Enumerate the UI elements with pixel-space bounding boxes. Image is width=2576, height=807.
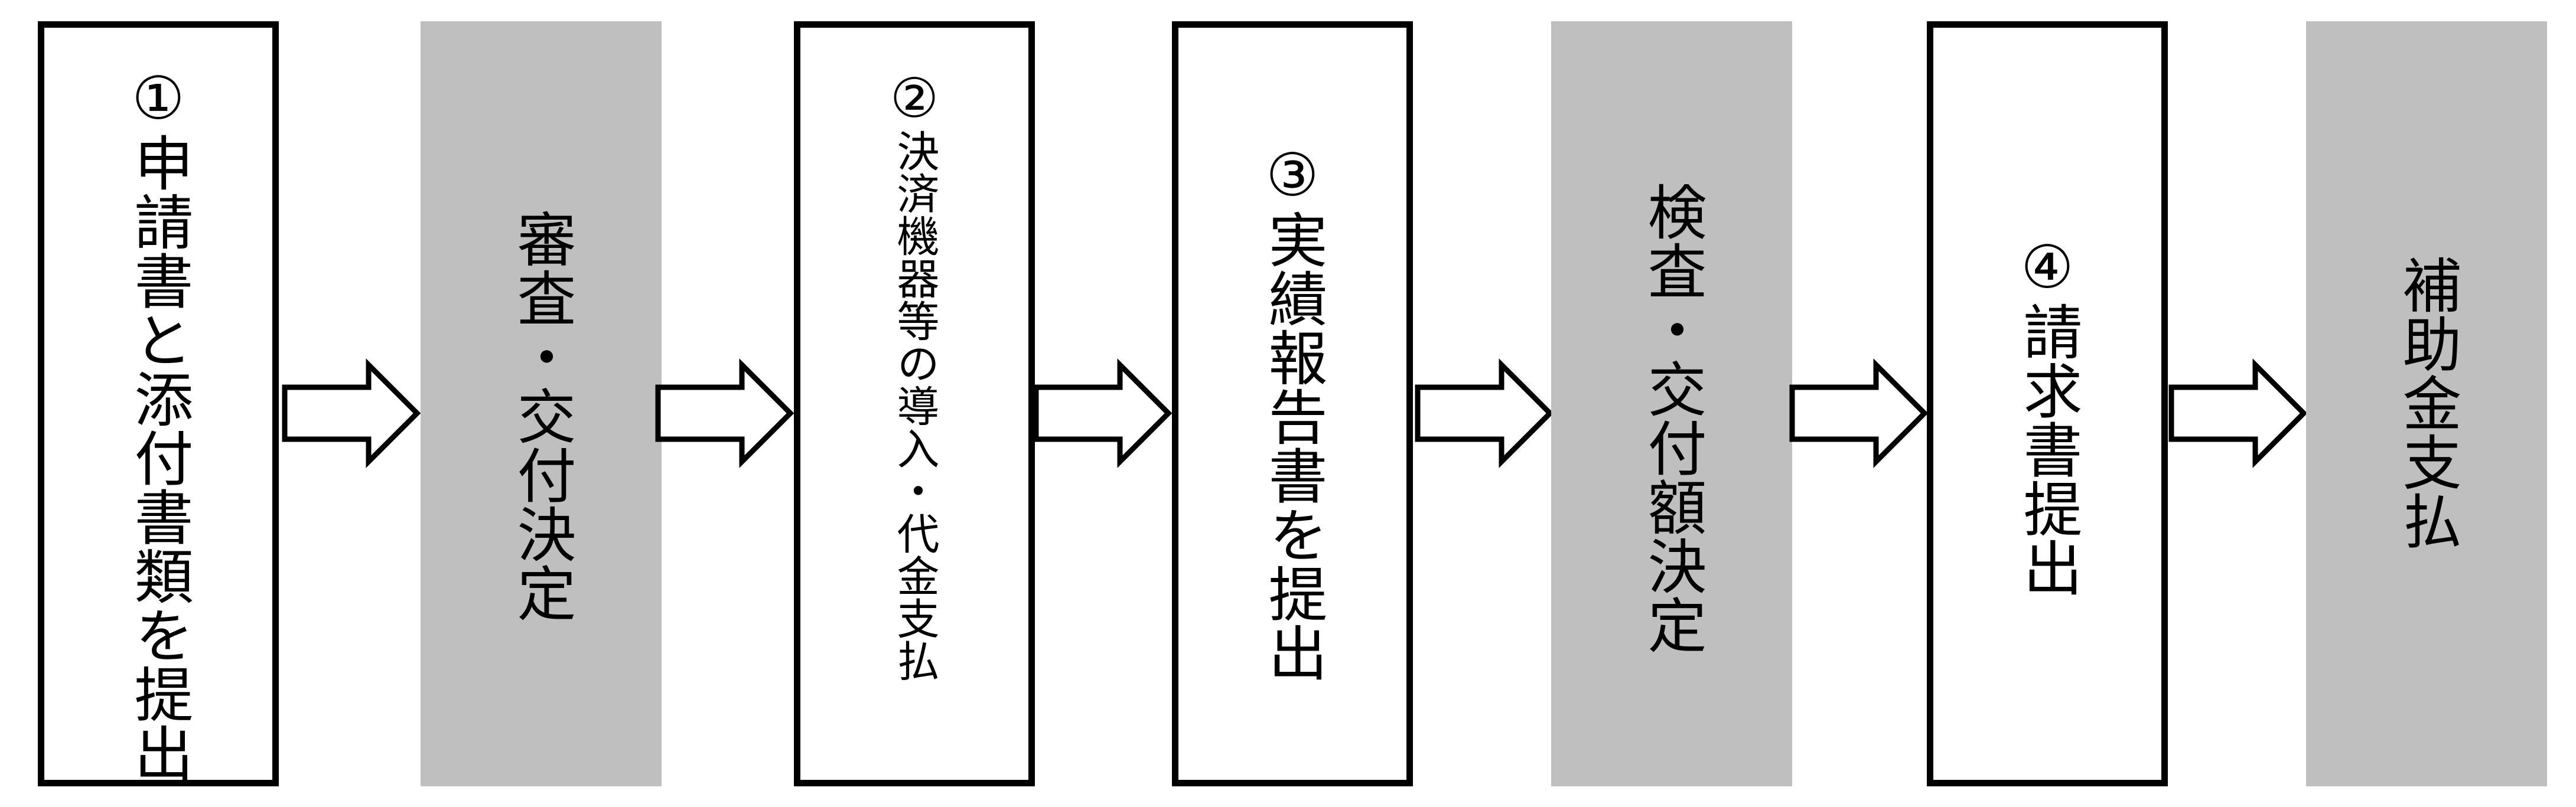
step-number-4: ④	[2021, 233, 2074, 302]
step-label-4: 請求書提出	[2013, 302, 2082, 597]
step-label-payment: 補助金支払	[2392, 255, 2461, 550]
flow-step-2-install-equipment: ② 決済機器等の導入・代金支払	[794, 21, 1035, 786]
flow-arrow-4	[1415, 358, 1554, 468]
step-label-2: 決済機器等の導入・代金支払	[890, 129, 939, 682]
flow-step-1-submit-application: ① 申請書と添付書類を提出	[38, 21, 279, 786]
step-number-1: ①	[132, 64, 185, 133]
step-label-inspection: 検査・交付額決定	[1637, 182, 1707, 654]
flow-arrow-5	[1789, 358, 1929, 468]
step-number-2: ②	[890, 67, 939, 130]
flow-arrow-6	[2168, 358, 2308, 468]
flow-arrow-2	[655, 358, 794, 468]
step-number-3: ③	[1266, 141, 1319, 210]
flow-step-3-submit-report: ③ 実績報告書を提出	[1172, 21, 1413, 786]
step-label-review: 審査・交付決定	[507, 209, 576, 622]
step-label-1: 申請書と添付書類を提出	[124, 133, 193, 782]
flow-step-4-submit-invoice: ④ 請求書提出	[1927, 21, 2168, 786]
flow-step-inspection-amount: 検査・交付額決定	[1551, 21, 1792, 786]
step-label-3: 実績報告書を提出	[1258, 210, 1327, 682]
flow-arrow-3	[1033, 358, 1173, 468]
flow-step-review-decision: 審査・交付決定	[421, 21, 662, 786]
flow-step-subsidy-payment: 補助金支払	[2306, 21, 2547, 786]
flow-arrow-1	[282, 358, 421, 468]
